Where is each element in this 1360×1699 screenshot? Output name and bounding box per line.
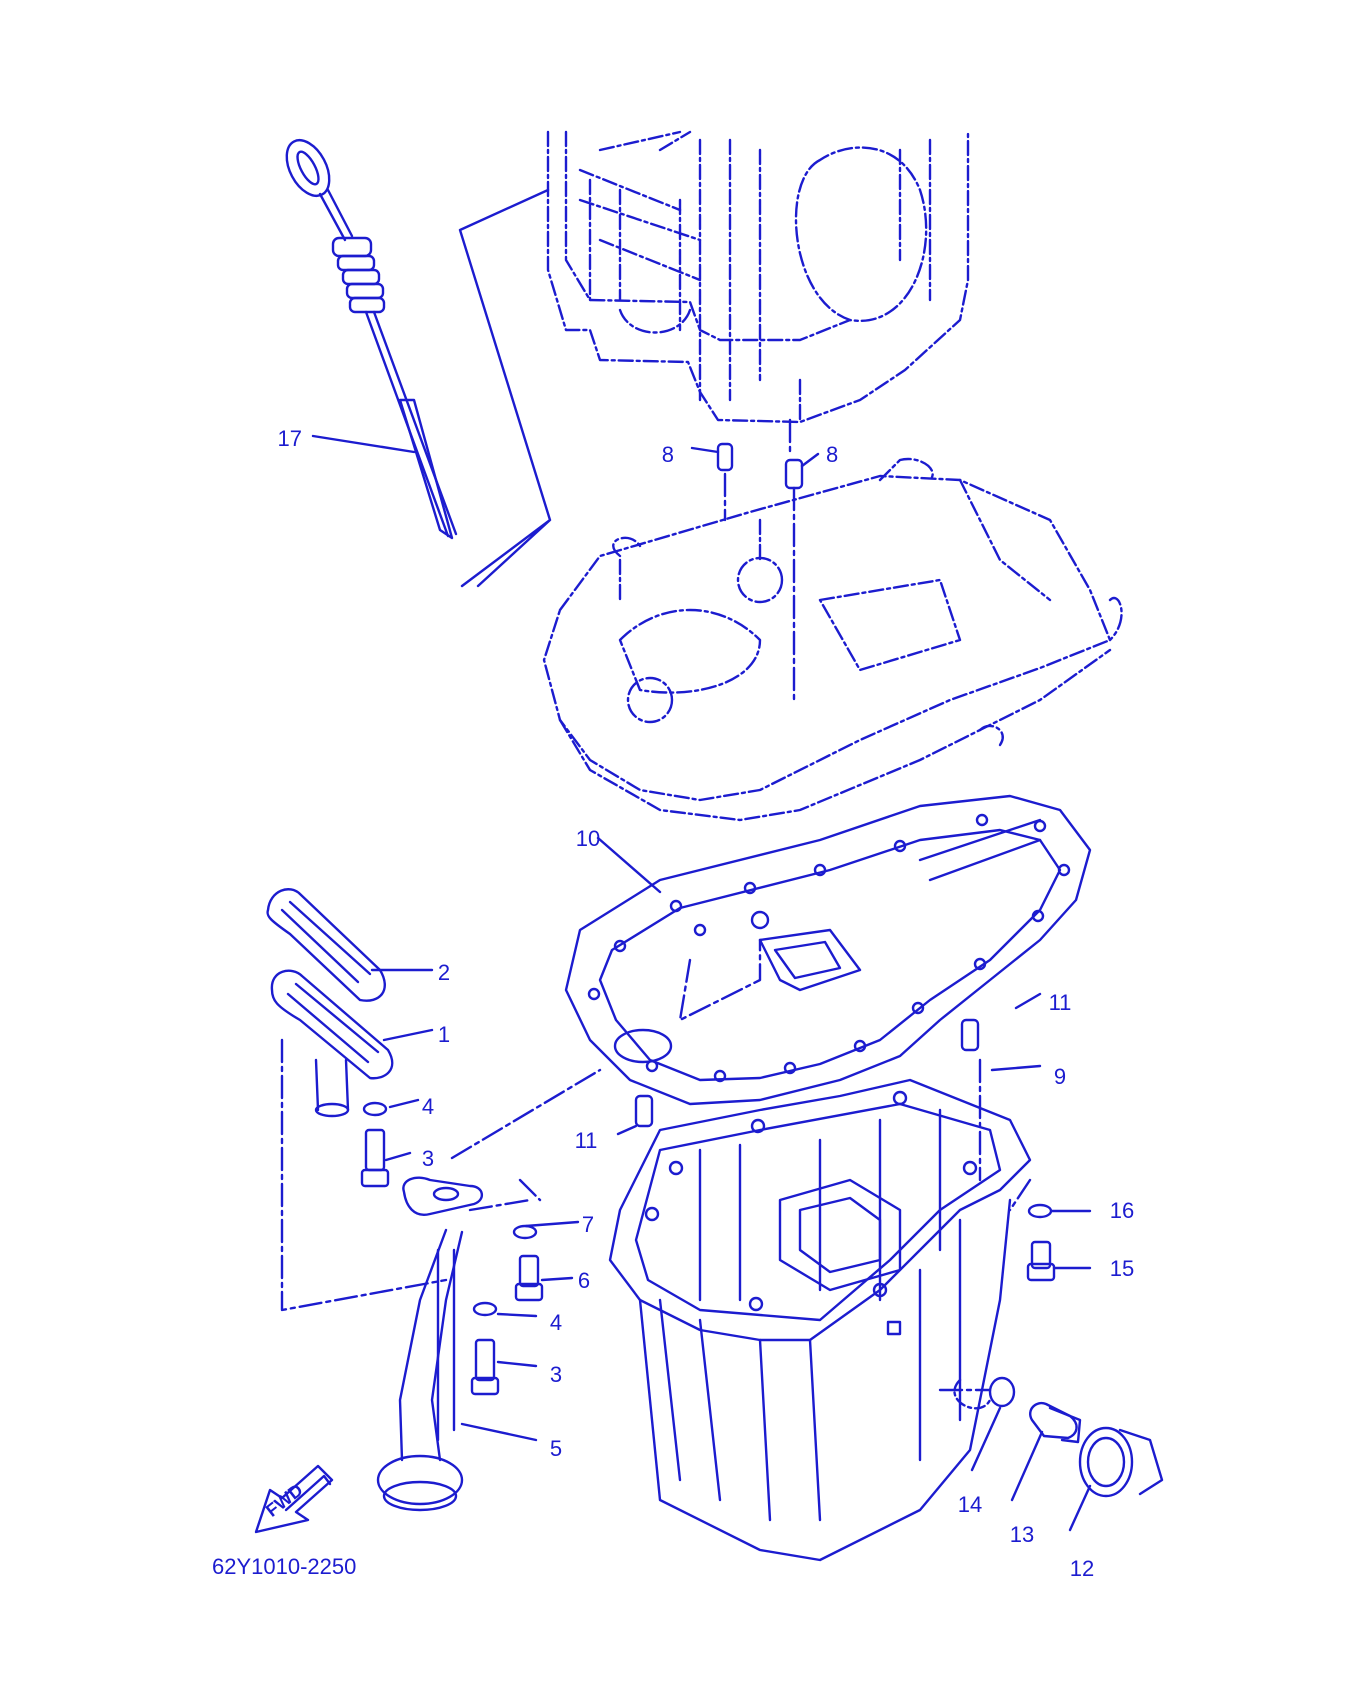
- callout-11-left: 11: [575, 1128, 598, 1153]
- oil-strainer-drawing: [376, 1176, 483, 1512]
- oil-pan-drawing: [608, 1078, 1032, 1562]
- callout-9: 9: [1054, 1064, 1066, 1089]
- callout-15: 15: [1110, 1256, 1134, 1281]
- dipstick-drawing: [285, 138, 552, 588]
- callout-16: 16: [1110, 1198, 1134, 1223]
- callout-5: 5: [550, 1436, 562, 1461]
- alignment-lines: [280, 418, 1032, 1392]
- callout-1: 1: [438, 1022, 450, 1047]
- callout-17: 17: [278, 426, 302, 451]
- drawing-number: 62Y1010-2250: [212, 1554, 356, 1579]
- callout-14: 14: [958, 1492, 982, 1517]
- callout-10: 10: [576, 826, 600, 851]
- callout-4-lower: 4: [550, 1310, 562, 1335]
- cover-parts-drawing: [266, 888, 394, 1118]
- callout-3-lower: 3: [550, 1362, 562, 1387]
- callout-7: 7: [582, 1212, 594, 1237]
- callout-13: 13: [1010, 1522, 1034, 1547]
- callout-3-upper: 3: [422, 1146, 434, 1171]
- callout-2: 2: [438, 960, 450, 985]
- callout-6: 6: [578, 1268, 590, 1293]
- exhaust-guide-drawing: [542, 457, 1123, 822]
- callout-8-left: 8: [662, 442, 674, 467]
- gasket-drawing: [564, 794, 1092, 1106]
- fwd-arrow-icon: [254, 1464, 334, 1534]
- callout-11-right: 11: [1049, 990, 1072, 1015]
- leader-lines: [311, 434, 1092, 1532]
- callout-4-upper: 4: [422, 1094, 434, 1119]
- callout-12: 12: [1070, 1556, 1094, 1581]
- engine-block-drawing: [546, 130, 970, 424]
- callout-8-right: 8: [826, 442, 838, 467]
